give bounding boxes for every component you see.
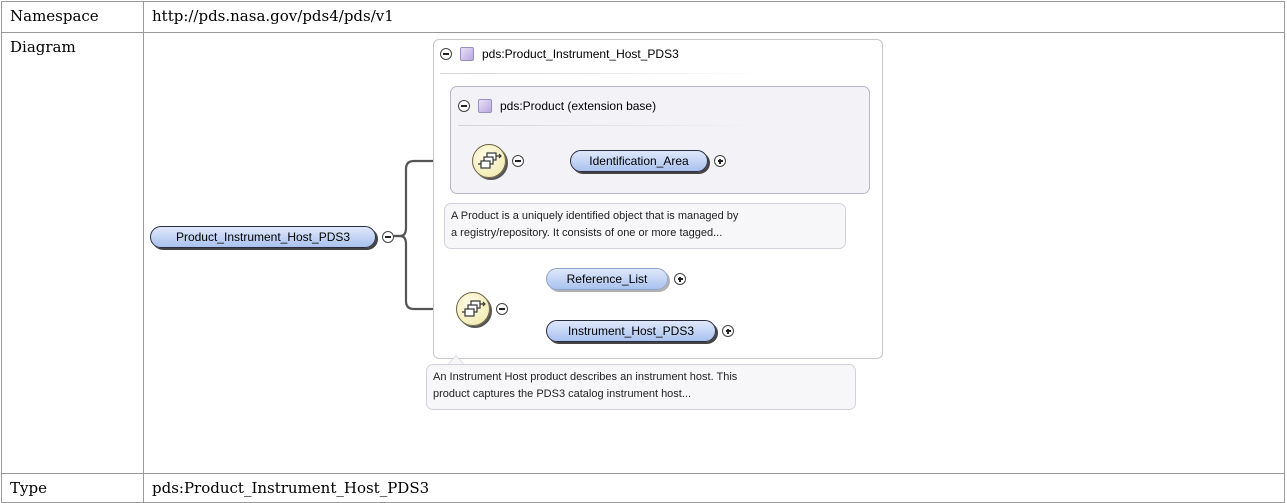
- minus-circle-icon[interactable]: [512, 155, 524, 167]
- sequence-glyph: [478, 152, 502, 169]
- complex-type-icon: [478, 99, 492, 113]
- instrument-host-annotation-line-2: product captures the PDS3 catalog instru…: [433, 388, 692, 400]
- type-value: pds:Product_Instrument_Host_PDS3: [143, 473, 1285, 503]
- complex-type-icon: [460, 47, 474, 61]
- sequence-compositor-icon[interactable]: [456, 292, 490, 326]
- minus-circle-icon[interactable]: [382, 231, 394, 243]
- diagram-label: Diagram: [1, 32, 144, 474]
- type-row: Type pds:Product_Instrument_Host_PDS3: [1, 473, 1285, 503]
- sequence-compositor-icon[interactable]: [472, 144, 506, 178]
- namespace-row: Namespace http://pds.nasa.gov/pds4/pds/v…: [1, 1, 1285, 33]
- schema-diagram: pds:Product_Instrument_Host_PDS3 pds:Pro…: [144, 33, 1284, 473]
- product-annotation-line-1: A Product is a uniquely identified objec…: [451, 210, 739, 222]
- instrument-host-label: Instrument_Host_PDS3: [567, 324, 695, 338]
- plus-circle-icon[interactable]: [714, 155, 726, 167]
- root-element-node[interactable]: Product_Instrument_Host_PDS3: [150, 226, 376, 248]
- minus-circle-icon[interactable]: [496, 303, 508, 315]
- namespace-value: http://pds.nasa.gov/pds4/pds/v1: [143, 1, 1285, 33]
- type-label: Type: [1, 473, 144, 503]
- extension-title-separator: [458, 125, 764, 126]
- root-element-label: Product_Instrument_Host_PDS3: [175, 230, 351, 244]
- instrument-host-element[interactable]: Instrument_Host_PDS3: [546, 320, 716, 342]
- instrument-host-annotation-line-1: An Instrument Host product describes an …: [433, 371, 738, 383]
- diagram-row: Diagram: [1, 32, 1285, 474]
- diagram-cell: pds:Product_Instrument_Host_PDS3 pds:Pro…: [143, 32, 1285, 474]
- note-pointer: [448, 355, 464, 364]
- extension-base-box: [450, 86, 870, 194]
- minus-circle-icon[interactable]: [458, 100, 470, 112]
- minus-circle-icon[interactable]: [440, 48, 452, 60]
- product-annotation-line-2: a registry/repository. It consists of on…: [451, 227, 723, 239]
- product-annotation: A Product is a uniquely identified objec…: [444, 203, 846, 249]
- reference-list-label: Reference_List: [566, 272, 648, 286]
- plus-circle-icon[interactable]: [722, 325, 734, 337]
- identification-area-element[interactable]: Identification_Area: [570, 150, 708, 172]
- extension-title: pds:Product (extension base): [500, 99, 657, 113]
- plus-circle-icon[interactable]: [674, 273, 686, 285]
- type-title: pds:Product_Instrument_Host_PDS3: [482, 47, 679, 61]
- identification-area-label: Identification_Area: [589, 154, 689, 168]
- instrument-host-annotation: An Instrument Host product describes an …: [426, 364, 856, 410]
- type-title-separator: [440, 73, 770, 74]
- sequence-glyph: [462, 300, 486, 317]
- reference-list-element[interactable]: Reference_List: [546, 268, 668, 290]
- namespace-label: Namespace: [1, 1, 144, 33]
- extension-title-row: pds:Product (extension base): [458, 99, 656, 113]
- type-title-row: pds:Product_Instrument_Host_PDS3: [440, 47, 679, 61]
